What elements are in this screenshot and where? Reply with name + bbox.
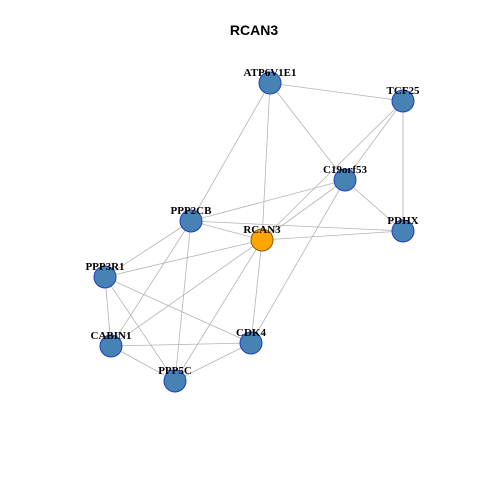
edge-rcan3-pdhx (261, 230, 404, 241)
edge-cabin1-ppp5c (110, 345, 176, 382)
edge-c19orf53-pdhx (344, 179, 404, 232)
edge-rcan3-ppp5c (174, 239, 263, 382)
edge-cdk4-ppp5c (174, 342, 252, 382)
node-label-ppp2cb: PPP2CB (171, 205, 213, 217)
edge-ppp2cb-pdhx (190, 220, 404, 232)
edge-tcf25-c19orf53 (344, 100, 404, 181)
edge-c19orf53-ppp2cb (190, 179, 346, 222)
edge-rcan3-ppp3r1 (104, 239, 263, 278)
node-label-tcf25: TCF25 (387, 85, 421, 97)
node-rcan3 (250, 228, 274, 252)
edge-ppp3r1-cdk4 (104, 276, 252, 344)
edge-c19orf53-rcan3 (261, 179, 346, 241)
edge-tcf25-rcan3 (261, 100, 404, 241)
edge-ppp2cb-ppp5c (174, 220, 192, 382)
edge-rcan3-cdk4 (250, 239, 263, 344)
node-label-c19orf53: C19orf53 (323, 164, 367, 176)
node-label-cabin1: CABIN1 (91, 330, 132, 342)
node-label-rcan3: RCAN3 (243, 224, 281, 236)
node-atp6v1e1 (258, 71, 282, 95)
node-label-ppp5c: PPP5C (158, 365, 192, 377)
node-label-atp6v1e1: ATP6V1E1 (244, 67, 297, 79)
node-ppp2cb (179, 209, 203, 233)
edge-atp6v1e1-ppp2cb (190, 82, 271, 222)
node-cabin1 (99, 334, 123, 358)
edge-ppp2cb-rcan3 (190, 220, 263, 241)
node-pdhx (391, 219, 415, 243)
node-label-cdk4: CDK4 (236, 327, 266, 339)
edge-c19orf53-cdk4 (250, 179, 346, 344)
node-ppp5c (163, 369, 187, 393)
node-ppp3r1 (93, 265, 117, 289)
edge-ppp2cb-ppp3r1 (104, 220, 192, 278)
node-label-pdhx: PDHX (387, 215, 418, 227)
diagram-title: RCAN3 (230, 22, 278, 38)
node-c19orf53 (333, 168, 357, 192)
node-label-ppp3r1: PPP3R1 (85, 261, 124, 273)
node-layer (93, 71, 415, 393)
edge-ppp2cb-cabin1 (110, 220, 192, 347)
node-tcf25 (391, 89, 415, 113)
edge-ppp3r1-cabin1 (104, 276, 112, 347)
edge-atp6v1e1-rcan3 (261, 82, 271, 241)
edge-atp6v1e1-c19orf53 (269, 82, 346, 181)
node-cdk4 (239, 331, 263, 355)
edge-ppp3r1-ppp5c (104, 276, 176, 382)
edge-layer (104, 82, 404, 382)
edge-rcan3-cabin1 (110, 239, 263, 347)
edge-cabin1-cdk4 (110, 342, 252, 347)
edge-atp6v1e1-tcf25 (269, 82, 404, 102)
